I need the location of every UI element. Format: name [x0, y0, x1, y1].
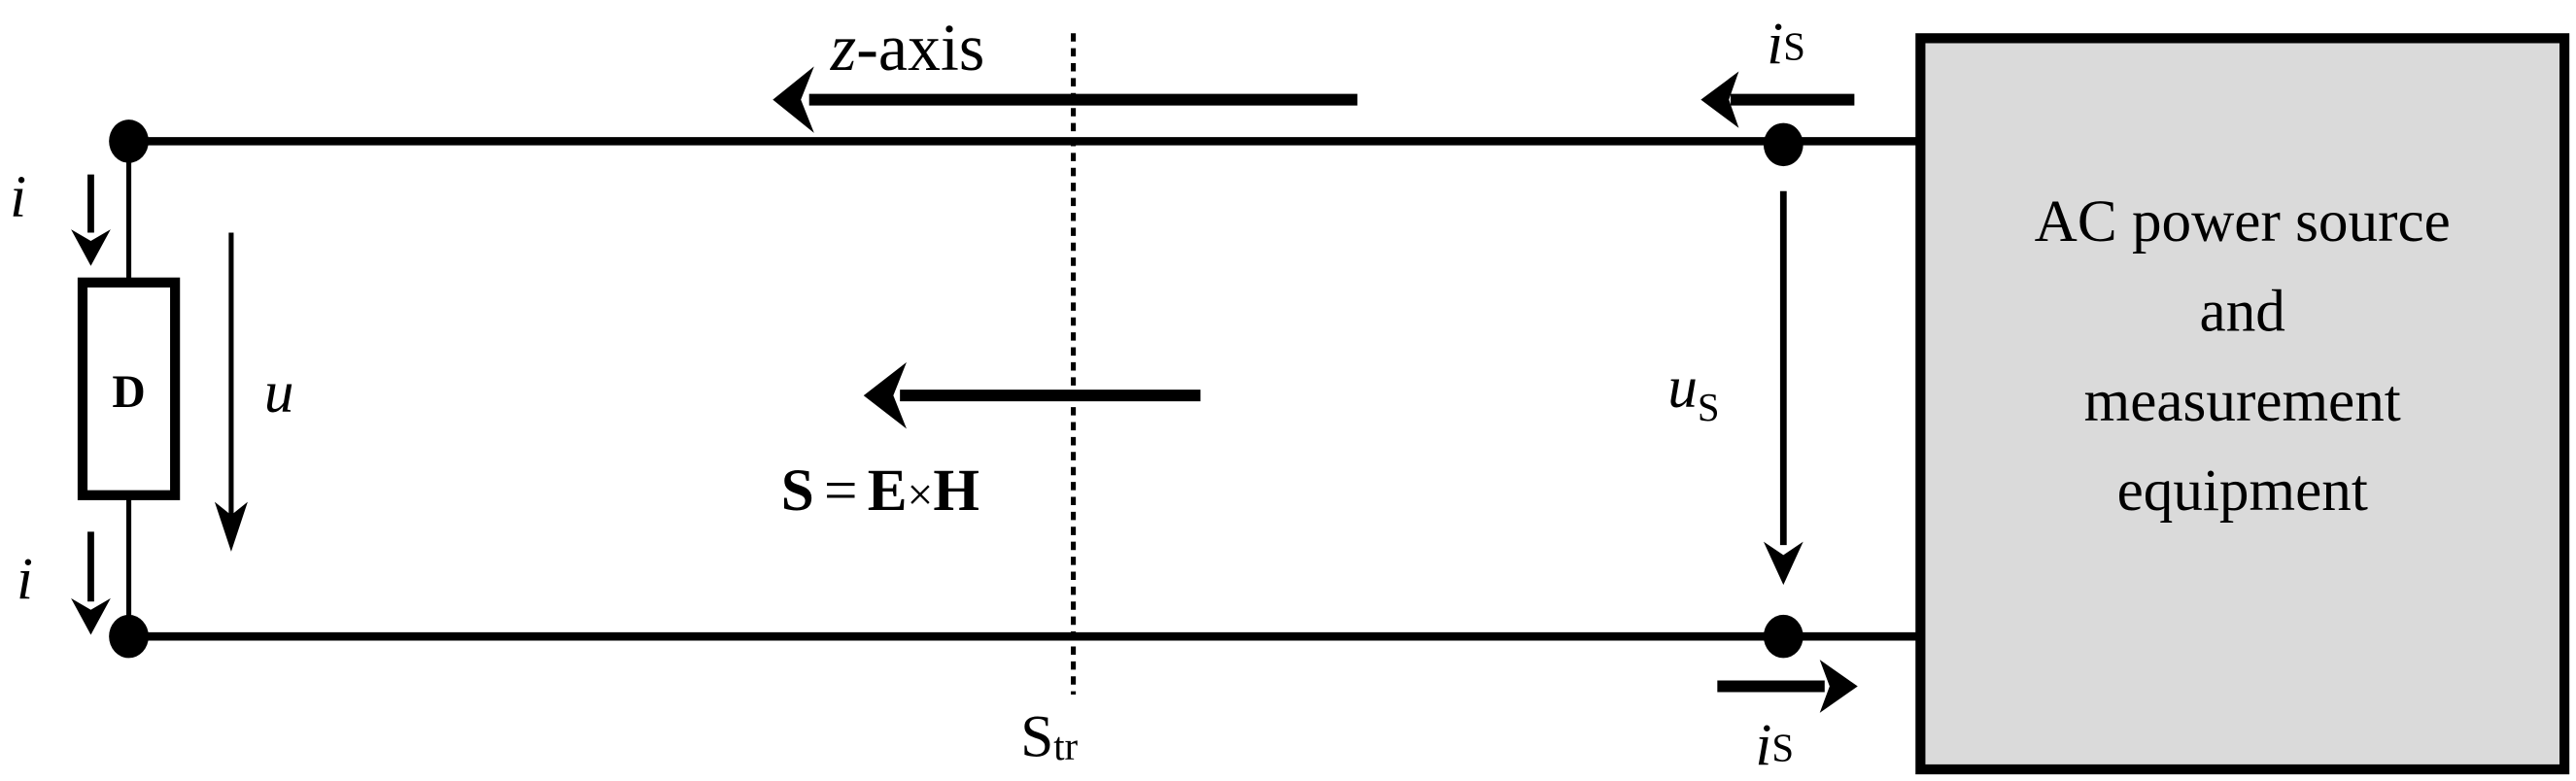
- current-label-source-top: iS: [1767, 11, 1805, 77]
- current-label-source-bottom: iS: [1755, 712, 1794, 778]
- poynting-label: S=E×H: [781, 458, 979, 524]
- ac-source-box: AC power source and measurement equipmen…: [1915, 33, 2570, 775]
- device-label: D: [112, 366, 145, 418]
- current-arrow-load-bottom: [71, 531, 111, 635]
- current-arrow-source-top: [1700, 71, 1855, 128]
- node-load-bottom: [109, 614, 149, 659]
- voltage-label-source: uS: [1667, 355, 1719, 429]
- current-label-load-bottom: i: [17, 546, 33, 612]
- current-arrow-source-bottom: [1717, 660, 1858, 713]
- node-source-top: [1763, 122, 1803, 167]
- node-load-top: [109, 119, 149, 163]
- poynting-arrow: [863, 361, 1201, 429]
- voltage-label-load: u: [264, 359, 294, 425]
- surface-str-label: Str: [1020, 703, 1078, 769]
- current-label-load-top: i: [10, 163, 26, 229]
- source-line-1: AC power source: [2035, 188, 2451, 255]
- voltage-arrow-load: [214, 232, 248, 552]
- z-axis-label: z-axis: [830, 11, 985, 85]
- source-line-3: measurement: [2084, 368, 2401, 434]
- current-arrow-load-top: [71, 174, 111, 266]
- source-line-2: and: [2200, 278, 2285, 344]
- z-axis-arrow: [773, 66, 1357, 133]
- device-d: D: [77, 277, 181, 500]
- node-source-bottom: [1763, 614, 1803, 659]
- voltage-arrow-source: [1763, 190, 1803, 586]
- source-line-4: equipment: [2117, 458, 2368, 524]
